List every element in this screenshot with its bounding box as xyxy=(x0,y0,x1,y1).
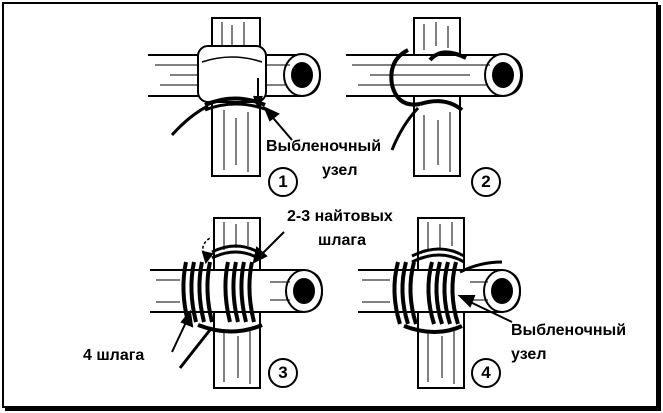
panel-2-drawing xyxy=(346,17,524,177)
panel-4-step-number: 4 xyxy=(471,358,501,388)
panel-1-label-line-2: узел xyxy=(322,162,358,179)
panel-4-label-line-1: Выбленочный xyxy=(511,322,627,339)
panel-3-drawing xyxy=(150,217,324,389)
panel-1-step-number: 1 xyxy=(268,167,298,197)
panel-2-step-number: 2 xyxy=(471,167,501,197)
panel-4-label-line-2: узел xyxy=(511,346,547,363)
panel-3-label-wraps: 4 шлага xyxy=(83,347,145,364)
panel-4-drawing xyxy=(358,217,522,389)
panel-1-label-line-1: Выбленочный xyxy=(266,138,382,155)
panel-1-drawing xyxy=(148,17,322,177)
figure-frame xyxy=(2,2,658,408)
panel-3-label-frapping-line-1: 2-3 найтовых xyxy=(287,208,393,225)
panel-3-step-number: 3 xyxy=(268,358,298,388)
panel-3-label-frapping-line-2: шлага xyxy=(318,232,366,249)
